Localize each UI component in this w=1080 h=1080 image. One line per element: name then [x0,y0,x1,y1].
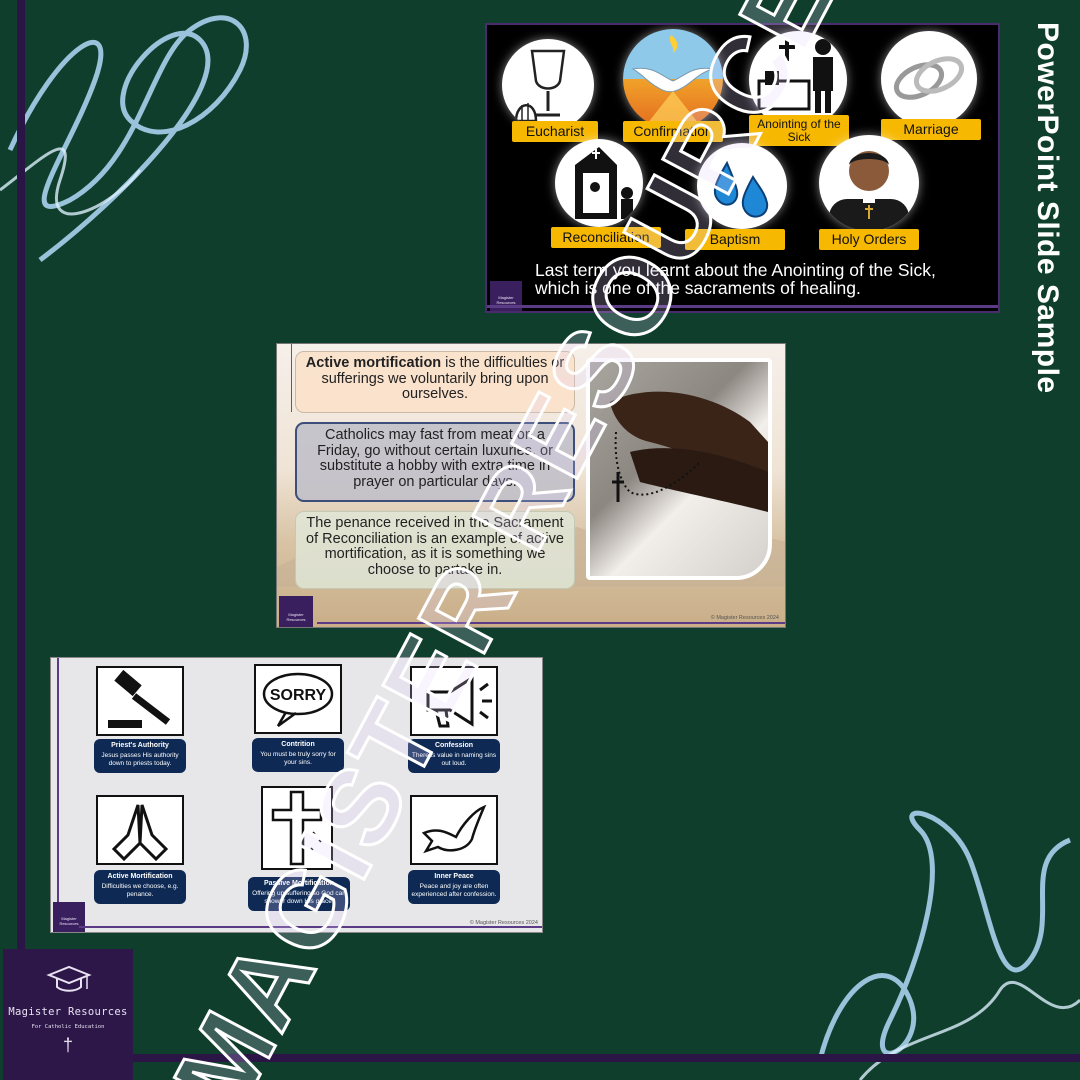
praying-hands-icon [96,795,184,865]
holy-orders-image [819,135,919,231]
slide-reconciliation-summary: Priest's Authority Jesus passes His auth… [50,657,543,933]
slide-sacraments: Eucharist Confirmation Anointing of the … [485,23,1000,313]
cross-icon [261,786,333,870]
example-box: Catholics may fast from meat on a Friday… [295,422,575,502]
water-drops-icon [713,160,769,218]
priest-bedside-icon [757,39,833,113]
chalice-icon [514,49,566,123]
card-passive-mortification: Passive Mortification Offering up suffer… [248,877,350,912]
graduation-cap-icon [46,965,92,992]
eucharist-image [502,39,594,131]
slide2-accent-line [291,344,292,412]
card-confession: Confession There is value in naming sins… [408,739,500,774]
rosary-icon [610,391,768,512]
card-active-mortification: Active Mortification Difficulties we cho… [94,870,186,905]
marriage-image [881,31,977,127]
brand-subtitle: For Catholic Education [31,1024,105,1030]
baptism-image [697,143,787,229]
tag-marriage: Marriage [881,119,981,140]
slide1-caption: Last term you learnt about the Anointing… [535,260,936,299]
slide3-accent-line [57,658,59,932]
svg-text:SORRY: SORRY [270,687,327,704]
definition-text: is the difficulties or sufferings we vol… [321,355,565,403]
anointing-image [749,31,847,129]
gavel-icon [96,666,184,736]
slide1-bottom-bar [487,305,998,308]
card-inner-peace: Inner Peace Peace and joy are often expe… [408,870,500,905]
penance-box: The penance received in the Sacrament of… [295,511,575,589]
tag-anointing-of-the-sick: Anointing of the Sick [749,115,849,147]
slide3-bottom-bar [79,926,542,928]
penance-text: The penance received in the Sacrament of… [306,515,564,578]
brand-logo: Magister Resources For Catholic Educatio… [3,949,133,1080]
decorative-squiggle-bottom-right [817,810,1080,1080]
wedding-rings-icon [893,56,965,100]
confessional-icon [575,147,633,219]
sorry-speech-bubble-icon: SORRY [254,664,342,734]
dove-icon [410,795,498,865]
tag-confirmation: Confirmation [623,121,723,142]
card-contrition: Contrition You must be truly sorry for y… [252,738,344,773]
tag-baptism: Baptism [685,229,785,250]
page-title: PowerPoint Slide Sample [1031,22,1064,394]
frame-horizontal-line [130,1054,1080,1062]
reconciliation-image [555,139,643,227]
slide2-copyright: © Magister Resources 2024 [710,615,779,621]
rosary-hands-photo [586,358,772,580]
decorative-squiggle-top-left [0,15,249,262]
card-priests-authority: Priest's Authority Jesus passes His auth… [94,739,186,774]
brand-name: Magister Resources [8,1006,128,1018]
priest-portrait-icon [829,151,909,231]
slide2-mini-logo: Magister Resources [279,596,313,627]
example-text: Catholics may fast from meat on a Friday… [317,427,553,490]
frame-vertical-line [17,0,25,1080]
confirmation-image [623,29,723,129]
tag-reconciliation: Reconciliation [551,227,661,248]
slide-active-mortification: Active mortification is the difficulties… [276,343,786,628]
dove-with-flame-icon [631,35,714,129]
definition-term: Active mortification [305,355,442,371]
tag-holy-orders: Holy Orders [819,229,919,250]
brand-cross: † [62,1035,73,1055]
slide2-bottom-bar [317,622,785,624]
megaphone-icon [410,666,498,736]
slide3-copyright: © Magister Resources 2024 [469,920,538,926]
definition-box: Active mortification is the difficulties… [295,351,575,413]
tag-eucharist: Eucharist [512,121,598,142]
